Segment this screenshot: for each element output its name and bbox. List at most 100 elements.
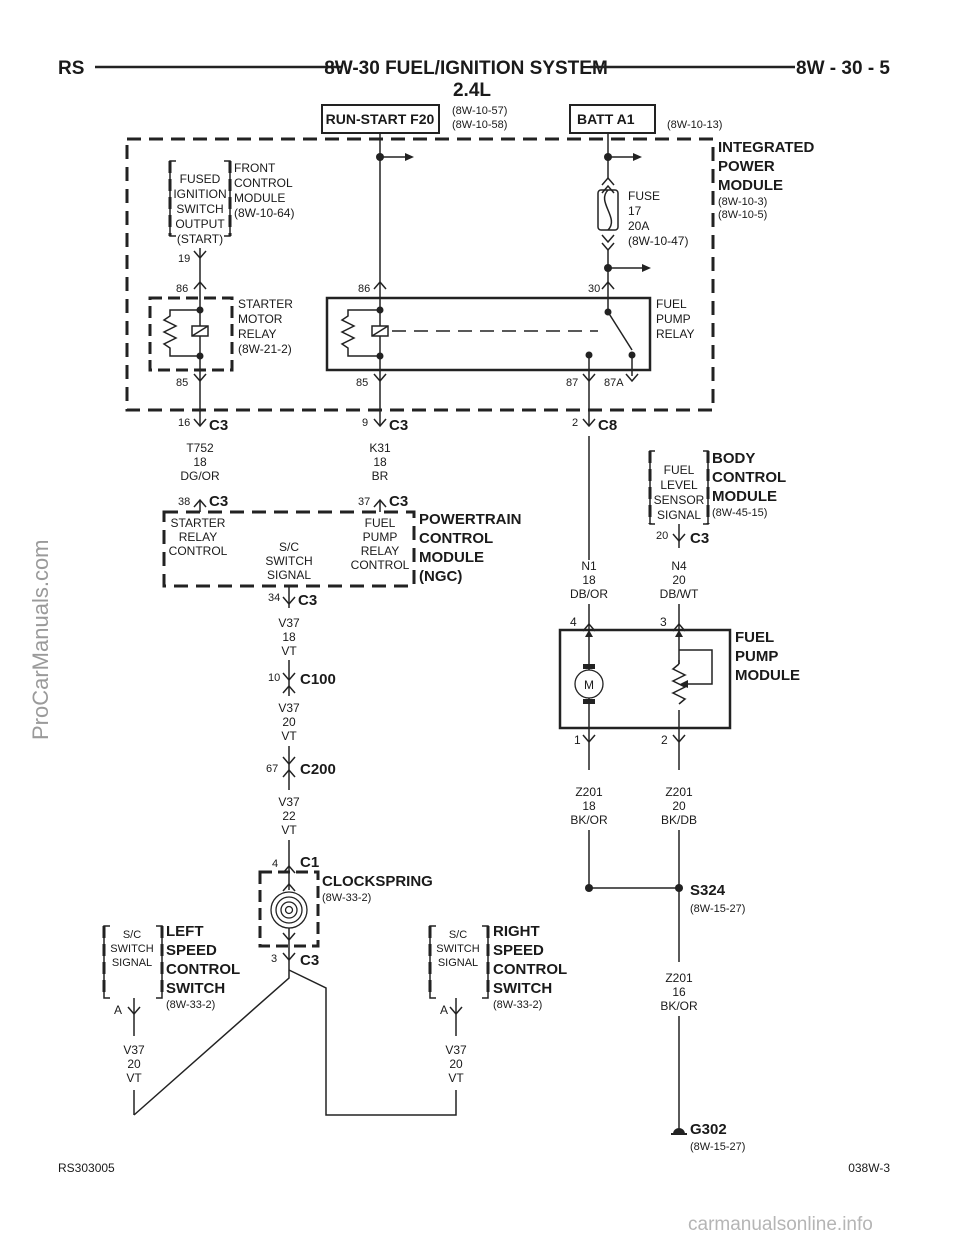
ground-name: G302 (690, 1121, 727, 1138)
v37c-id: V37 (278, 795, 300, 809)
motor-symbol: M (584, 678, 594, 692)
c3-37-pin: 37 (358, 496, 370, 508)
svg-text:POWER: POWER (718, 158, 775, 175)
sr-pin-86: 86 (176, 283, 188, 295)
svg-text:(NGC): (NGC) (419, 568, 462, 585)
svg-text:(8W-45-15): (8W-45-15) (712, 507, 767, 519)
fcm-label-1: FRONT (234, 161, 276, 175)
n4-gauge: 20 (672, 573, 686, 587)
svg-text:PUMP: PUMP (656, 312, 691, 326)
svg-text:S/C: S/C (279, 540, 299, 554)
v37a-id: V37 (278, 616, 300, 630)
svg-text:CONTROL: CONTROL (169, 544, 228, 558)
fcm-label-2: CONTROL (234, 176, 293, 190)
fuse-label-1: FUSE (628, 189, 660, 203)
svg-text:SPEED: SPEED (166, 942, 217, 959)
c3-16-pin: 16 (178, 417, 190, 429)
svg-text:SWITCH: SWITCH (493, 980, 552, 997)
c8-2-name: C8 (598, 417, 617, 434)
svg-text:MOTOR: MOTOR (238, 312, 283, 326)
svg-text:FUEL: FUEL (664, 463, 695, 477)
splice-name: S324 (690, 882, 726, 899)
c3-16-name: C3 (209, 417, 228, 434)
footer-left: RS303005 (58, 1161, 115, 1175)
t752-color: DG/OR (180, 469, 220, 483)
c3-3-name: C3 (300, 952, 319, 969)
header-title: 8W-30 FUEL/IGNITION SYSTEM (324, 58, 608, 79)
svg-text:CONTROL: CONTROL (166, 961, 240, 978)
v37c-gauge: 22 (282, 809, 296, 823)
z201a-color: BK/OR (570, 813, 608, 827)
svg-text:SIGNAL: SIGNAL (657, 508, 701, 522)
fr-pin-87a: 87A (604, 377, 624, 389)
v37r-color: VT (448, 1071, 464, 1085)
v37l-color: VT (126, 1071, 142, 1085)
svg-text:RELAY: RELAY (361, 544, 399, 558)
svg-text:SENSOR: SENSOR (654, 493, 705, 507)
v37r-id: V37 (445, 1043, 467, 1057)
fpm-pin-1: 1 (574, 733, 581, 747)
z201c-color: BK/OR (660, 999, 698, 1013)
fr-pin-86: 86 (358, 283, 370, 295)
svg-text:CONTROL: CONTROL (712, 469, 786, 486)
svg-text:SPEED: SPEED (493, 942, 544, 959)
z201c-gauge: 16 (672, 985, 686, 999)
k31-id: K31 (369, 441, 391, 455)
v37a-gauge: 18 (282, 630, 296, 644)
svg-text:RELAY: RELAY (656, 327, 694, 341)
header-page: 8W - 30 - 5 (796, 58, 890, 79)
svg-text:FUEL: FUEL (365, 516, 396, 530)
v37l-id: V37 (123, 1043, 145, 1057)
c3-3-pin: 3 (271, 953, 277, 965)
n1-color: DB/OR (570, 587, 608, 601)
c8-2-pin: 2 (572, 417, 578, 429)
left-speed-control-switch: S/C SWITCH SIGNAL LEFT SPEED CONTROL SWI… (102, 923, 240, 1017)
svg-text:SIGNAL: SIGNAL (112, 957, 152, 969)
c3-37-name: C3 (389, 493, 408, 510)
right-speed-control-switch: S/C SWITCH SIGNAL RIGHT SPEED CONTROL SW… (428, 923, 567, 1017)
c3-34-pin: 34 (268, 592, 280, 604)
powertrain-control-module: STARTER RELAY CONTROL S/C SWITCH SIGNAL … (162, 510, 522, 588)
svg-text:(8W-10-3): (8W-10-3) (718, 196, 767, 208)
z201a-id: Z201 (575, 785, 603, 799)
clockspring: CLOCKSPRING (8W-33-2) (258, 870, 433, 948)
ground-ref: (8W-15-27) (690, 1141, 745, 1153)
fpm-pin-2: 2 (661, 733, 668, 747)
v37l-gauge: 20 (127, 1057, 141, 1071)
n1-id: N1 (581, 559, 597, 573)
fuel-pump-module: M FUEL PUMP MODULE (558, 628, 800, 730)
v37b-gauge: 20 (282, 715, 296, 729)
z201c-id: Z201 (665, 971, 693, 985)
c3-20-pin: 20 (656, 530, 668, 542)
c3-9-name: C3 (389, 417, 408, 434)
fused-ignition-output: FUSED IGNITION SWITCH OUTPUT (START) (168, 160, 232, 246)
c1-pin: 4 (272, 858, 278, 870)
fuse-label-4: (8W-10-47) (628, 234, 688, 248)
svg-text:RIGHT: RIGHT (493, 923, 540, 940)
svg-text:INTEGRATED: INTEGRATED (718, 139, 815, 156)
z201b-gauge: 20 (672, 799, 686, 813)
svg-text:CLOCKSPRING: CLOCKSPRING (322, 873, 433, 890)
svg-text:STARTER: STARTER (238, 297, 293, 311)
svg-text:RELAY: RELAY (179, 530, 217, 544)
k31-gauge: 18 (373, 455, 387, 469)
fr-pin-85: 85 (356, 377, 368, 389)
svg-text:SWITCH: SWITCH (176, 202, 223, 216)
svg-text:FUSED: FUSED (180, 172, 221, 186)
integrated-power-module: INTEGRATED POWER MODULE (8W-10-3) (8W-10… (125, 137, 815, 412)
c100-pin: 10 (268, 672, 280, 684)
fpm-pin-4: 4 (570, 615, 577, 629)
n4-color: DB/WT (660, 587, 699, 601)
run-start-label: RUN-START F20 (326, 111, 435, 127)
svg-text:RELAY: RELAY (238, 327, 276, 341)
svg-text:(8W-33-2): (8W-33-2) (166, 999, 215, 1011)
c3-9-pin: 9 (362, 417, 368, 429)
svg-text:CONTROL: CONTROL (493, 961, 567, 978)
c3-34-name: C3 (298, 592, 317, 609)
svg-text:(8W-33-2): (8W-33-2) (322, 892, 371, 904)
fuel-pump-relay: FUEL PUMP RELAY (325, 282, 694, 372)
svg-text:IGNITION: IGNITION (173, 187, 226, 201)
c3-38-name: C3 (209, 493, 228, 510)
pin-19: 19 (178, 253, 190, 265)
